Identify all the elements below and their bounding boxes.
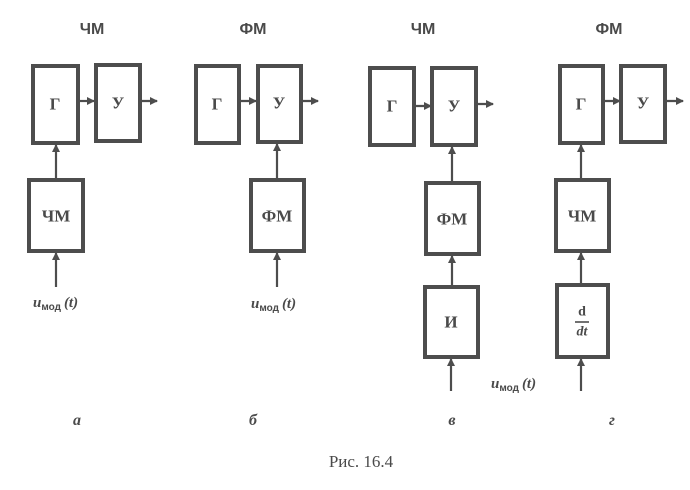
generator-block: Г	[31, 64, 80, 145]
svg-text:ФМ: ФМ	[262, 207, 293, 226]
input-signal-label: uмод(t)	[33, 295, 78, 313]
svg-text:d: d	[578, 305, 586, 320]
svg-text:Г: Г	[576, 95, 587, 114]
svg-text:dt: dt	[577, 325, 589, 340]
differentiator-block: d dt	[555, 283, 610, 359]
diagram-v: ЧМ Г У ФМ И uмод(t) в	[368, 21, 536, 429]
pm-modulator-block: ФМ	[249, 178, 306, 253]
svg-text:У: У	[273, 94, 286, 113]
generator-block: Г	[368, 66, 416, 147]
amplifier-block: У	[430, 66, 478, 147]
diagram-b-sublabel: б	[249, 412, 258, 429]
diagram-g-sublabel: г	[609, 412, 615, 429]
diagram-a: ЧМ Г У ЧМ uмод(t) а	[27, 21, 158, 429]
fm-modulator-block: ЧМ	[27, 178, 85, 253]
svg-text:Г: Г	[212, 95, 223, 114]
amplifier-block: У	[619, 64, 667, 144]
diagram-v-title: ЧМ	[411, 21, 436, 38]
integrator-block: И	[423, 285, 480, 359]
svg-text:Г: Г	[387, 97, 398, 116]
input-signal-label: uмод(t)	[491, 376, 536, 394]
diagram-a-sublabel: а	[73, 412, 81, 429]
diagram-a-title: ЧМ	[80, 21, 105, 38]
svg-text:У: У	[637, 94, 650, 113]
svg-text:У: У	[448, 97, 461, 116]
diagram-v-sublabel: в	[448, 412, 455, 429]
svg-text:ФМ: ФМ	[437, 210, 468, 229]
fm-modulator-block: ЧМ	[554, 178, 611, 253]
diagram-g: ФМ Г У ЧМ d dt г	[554, 21, 684, 429]
generator-block: Г	[558, 64, 605, 145]
svg-text:ЧМ: ЧМ	[568, 207, 597, 226]
pm-modulator-block: ФМ	[424, 181, 481, 256]
svg-text:ЧМ: ЧМ	[42, 207, 71, 226]
diagram-b: ФМ Г У ФМ uмод(t) б	[194, 21, 319, 429]
amplifier-block: У	[256, 64, 303, 144]
generator-block: Г	[194, 64, 241, 145]
figure-caption: Рис. 16.4	[329, 452, 394, 471]
svg-text:И: И	[444, 313, 457, 332]
diagram-b-title: ФМ	[240, 21, 267, 38]
svg-text:У: У	[112, 94, 125, 113]
amplifier-block: У	[94, 63, 142, 143]
svg-text:Г: Г	[50, 95, 61, 114]
input-signal-label: uмод(t)	[251, 296, 296, 314]
diagram-g-title: ФМ	[596, 21, 623, 38]
